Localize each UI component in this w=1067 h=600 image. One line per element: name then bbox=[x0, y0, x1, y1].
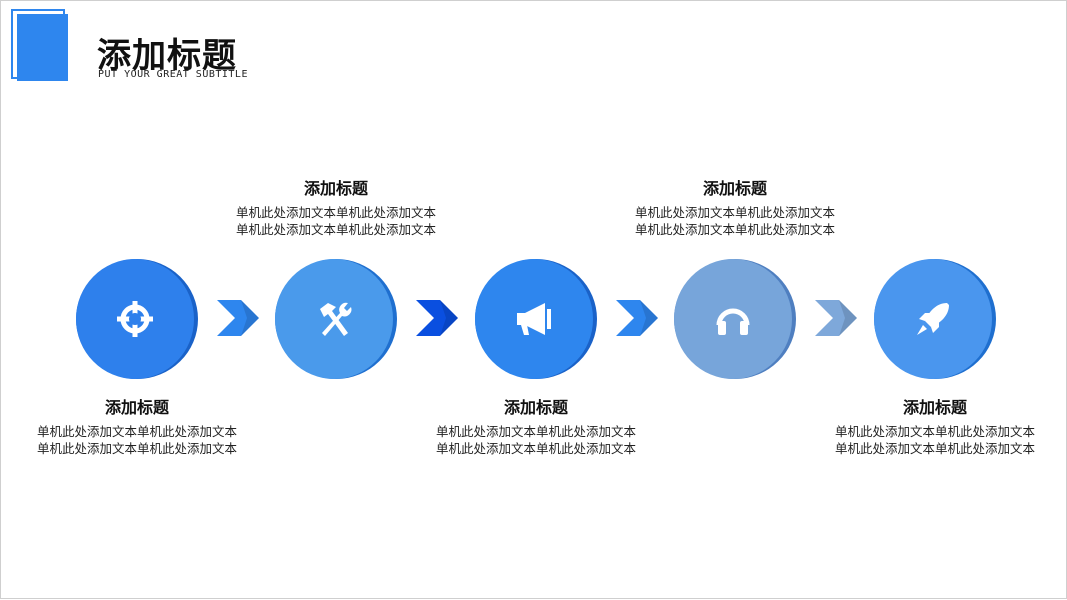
chevron-right-icon bbox=[217, 300, 259, 336]
step-text-4: 添加标题单机此处添加文本单机此处添加文本单机此处添加文本单机此处添加文本 bbox=[635, 175, 835, 238]
step-circle-2 bbox=[275, 259, 397, 379]
step-title: 添加标题 bbox=[503, 398, 568, 417]
step-circle-5 bbox=[874, 259, 996, 379]
logo-block bbox=[17, 14, 68, 81]
rocket-icon bbox=[874, 259, 992, 379]
step-description: 单机此处添加文本单机此处添加文本单机此处添加文本单机此处添加文本 bbox=[436, 424, 637, 456]
chevron-right-icon bbox=[416, 300, 458, 336]
step-description: 单机此处添加文本单机此处添加文本单机此处添加文本单机此处添加文本 bbox=[835, 424, 1036, 456]
step-title: 添加标题 bbox=[104, 398, 169, 417]
chevron-right-icon bbox=[815, 300, 857, 336]
step-description: 单机此处添加文本单机此处添加文本单机此处添加文本单机此处添加文本 bbox=[37, 424, 238, 456]
step-description: 单机此处添加文本单机此处添加文本单机此处添加文本单机此处添加文本 bbox=[635, 205, 836, 237]
step-text-1: 添加标题单机此处添加文本单机此处添加文本单机此处添加文本单机此处添加文本 bbox=[37, 394, 237, 457]
step-circle-4 bbox=[674, 259, 796, 379]
headphones-icon bbox=[674, 259, 792, 379]
step-title: 添加标题 bbox=[303, 179, 368, 198]
step-text-2: 添加标题单机此处添加文本单机此处添加文本单机此处添加文本单机此处添加文本 bbox=[236, 175, 436, 238]
chevron-right-icon bbox=[616, 300, 658, 336]
step-title: 添加标题 bbox=[702, 179, 767, 198]
page-subtitle: PUT YOUR GREAT SUBTITLE bbox=[98, 69, 248, 80]
crosshair-icon bbox=[76, 259, 194, 379]
step-text-5: 添加标题单机此处添加文本单机此处添加文本单机此处添加文本单机此处添加文本 bbox=[835, 394, 1035, 457]
step-title: 添加标题 bbox=[902, 398, 967, 417]
tools-icon bbox=[275, 259, 393, 379]
step-description: 单机此处添加文本单机此处添加文本单机此处添加文本单机此处添加文本 bbox=[236, 205, 437, 237]
page-title: 添加标题 bbox=[97, 36, 237, 76]
step-circle-3 bbox=[475, 259, 597, 379]
megaphone-icon bbox=[475, 259, 593, 379]
step-circle-1 bbox=[76, 259, 198, 379]
step-text-3: 添加标题单机此处添加文本单机此处添加文本单机此处添加文本单机此处添加文本 bbox=[436, 394, 636, 457]
